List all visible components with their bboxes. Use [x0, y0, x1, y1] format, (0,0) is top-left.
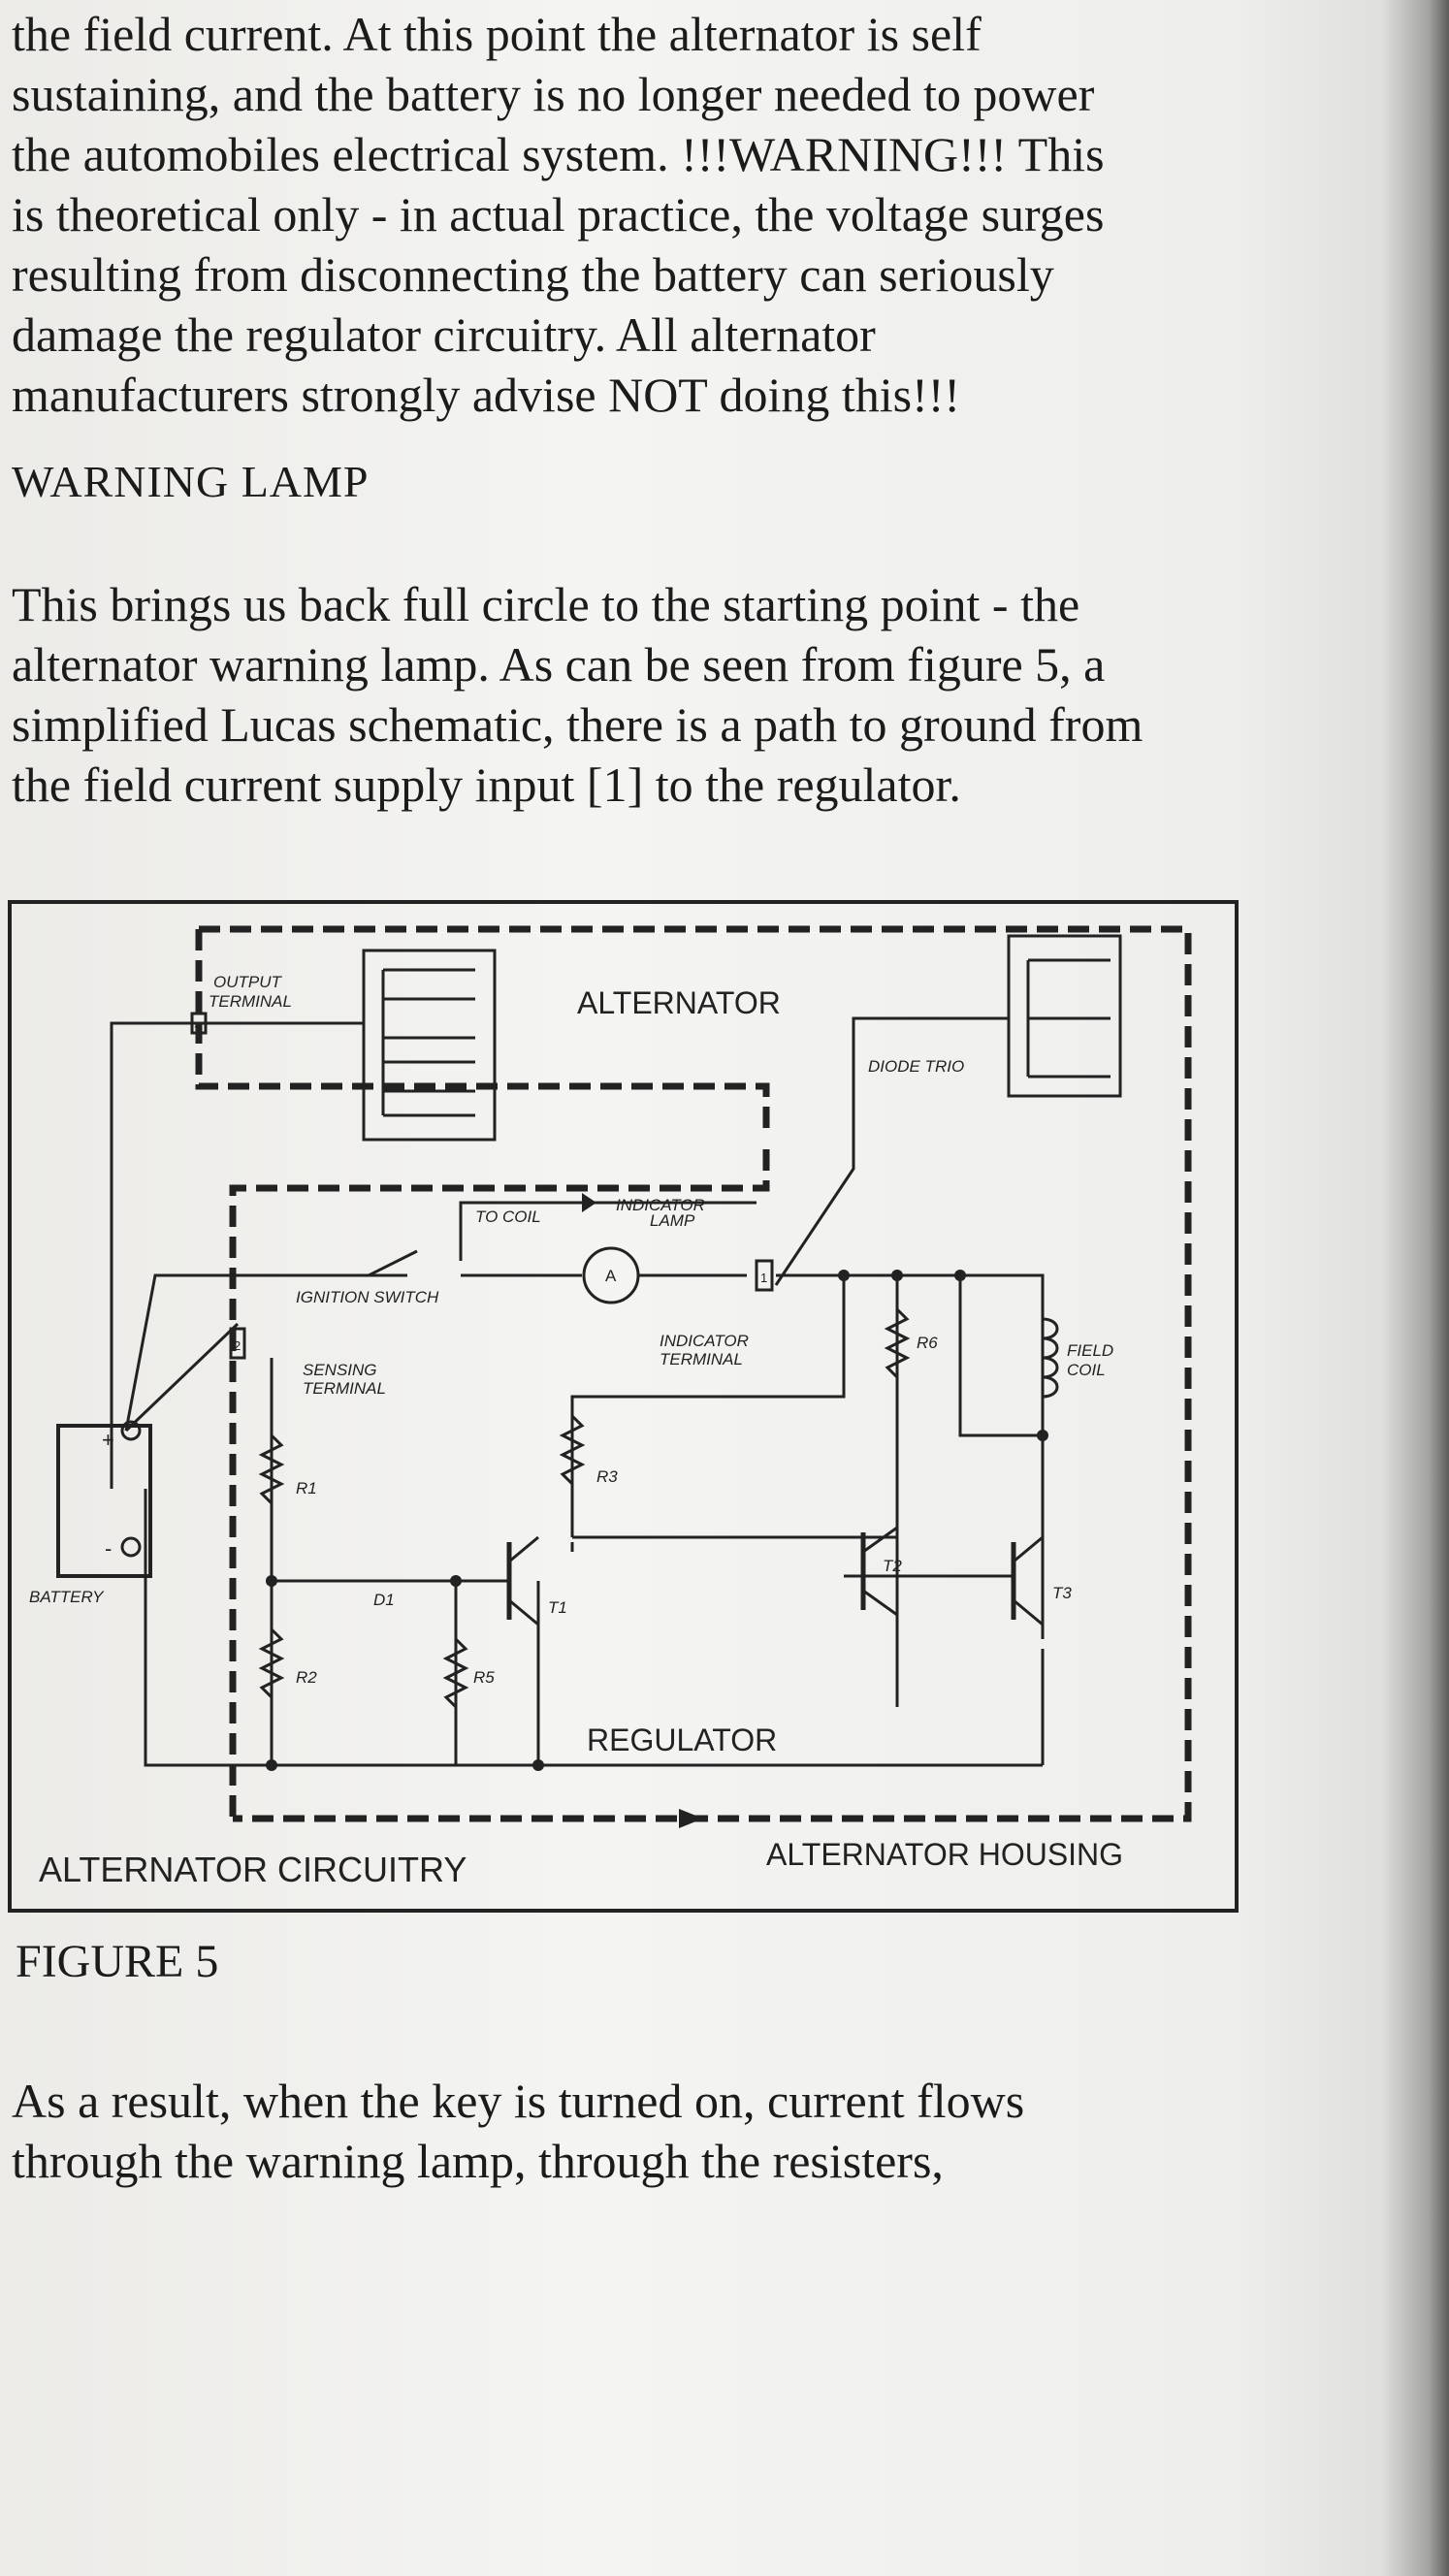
label-r2: R2 [296, 1668, 317, 1687]
label-indicator-lamp: INDICATOR [616, 1196, 705, 1214]
label-output-terminal-2: TERMINAL [209, 992, 292, 1011]
label-t2: T2 [883, 1557, 902, 1575]
paragraph-bottom: As a result, when the key is turned on, … [12, 2071, 1253, 2191]
label-t3: T3 [1052, 1584, 1072, 1602]
label-diode-trio: DIODE TRIO [868, 1057, 964, 1076]
label-field-coil-2: COIL [1067, 1361, 1106, 1379]
label-r5: R5 [473, 1668, 495, 1687]
section-heading: WARNING LAMP [12, 457, 370, 506]
paragraph-top: the field current. At this point the alt… [12, 4, 1253, 425]
label-d1: D1 [373, 1591, 395, 1609]
label-sensing-terminal-2: TERMINAL [303, 1379, 386, 1398]
diode-trio-box [1007, 934, 1122, 1098]
figure-caption: FIGURE 5 [16, 1936, 219, 1987]
text-line: the field current. At this point the alt… [12, 7, 982, 61]
text-line: the field current supply input [1] to th… [12, 757, 961, 812]
label-r1: R1 [296, 1479, 317, 1497]
text-line: manufacturers strongly advise NOT doing … [12, 368, 961, 422]
battery-symbol [56, 1424, 152, 1578]
paragraph-mid: This brings us back full circle to the s… [12, 574, 1253, 815]
text-line: As a result, when the key is turned on, … [12, 2074, 1025, 2128]
label-output-terminal: OUTPUT [213, 973, 283, 991]
label-terminal-3: 3 [194, 1022, 201, 1037]
page-edge-shadow [1381, 0, 1449, 2576]
regulator-outline [229, 1149, 770, 1819]
label-ignition-switch: IGNITION SWITCH [296, 1288, 439, 1306]
text-line: alternator warning lamp. As can be seen … [12, 637, 1106, 692]
schematic-diagram: OUTPUT TERMINAL 3 DIODE TRIO TO COIL IND… [8, 900, 1239, 1913]
housing-outline [199, 925, 1192, 1822]
text-line: is theoretical only - in actual practice… [12, 187, 1105, 242]
text-line: damage the regulator circuitry. All alte… [12, 307, 876, 362]
label-alternator-housing: ALTERNATOR HOUSING [766, 1837, 1123, 1872]
label-terminal-1: 1 [760, 1271, 767, 1285]
text-line: This brings us back full circle to the s… [12, 577, 1080, 631]
text-line: simplified Lucas schematic, there is a p… [12, 697, 1143, 752]
label-alternator: ALTERNATOR [577, 985, 781, 1020]
label-battery-minus: - [105, 1536, 112, 1561]
label-sensing-terminal: SENSING [303, 1361, 377, 1379]
label-alternator-circuitry: ALTERNATOR CIRCUITRY [39, 1850, 467, 1889]
label-indicator-terminal: INDICATOR [660, 1332, 749, 1350]
figure-frame [8, 900, 1239, 1913]
label-r3: R3 [596, 1467, 618, 1486]
text-line: the automobiles electrical system. !!!WA… [12, 127, 1105, 181]
label-indicator-terminal-2: TERMINAL [660, 1350, 743, 1368]
text-line: sustaining, and the battery is no longer… [12, 67, 1095, 121]
label-battery: BATTERY [29, 1588, 105, 1606]
label-terminal-2: 2 [234, 1338, 241, 1353]
label-to-coil: TO COIL [475, 1208, 541, 1226]
alternator-outline [195, 929, 770, 1135]
label-regulator: REGULATOR [587, 1723, 777, 1757]
label-t1: T1 [548, 1598, 567, 1617]
label-lamp-symbol: A [605, 1267, 617, 1285]
label-r6: R6 [917, 1334, 938, 1352]
rectifier-box [362, 949, 497, 1142]
label-field-coil: FIELD [1067, 1341, 1113, 1360]
label-battery-plus: + [102, 1428, 114, 1452]
text-line: through the warning lamp, through the re… [12, 2134, 944, 2188]
text-line: resulting from disconnecting the battery… [12, 247, 1054, 302]
label-indicator-lamp-2: LAMP [650, 1211, 695, 1230]
